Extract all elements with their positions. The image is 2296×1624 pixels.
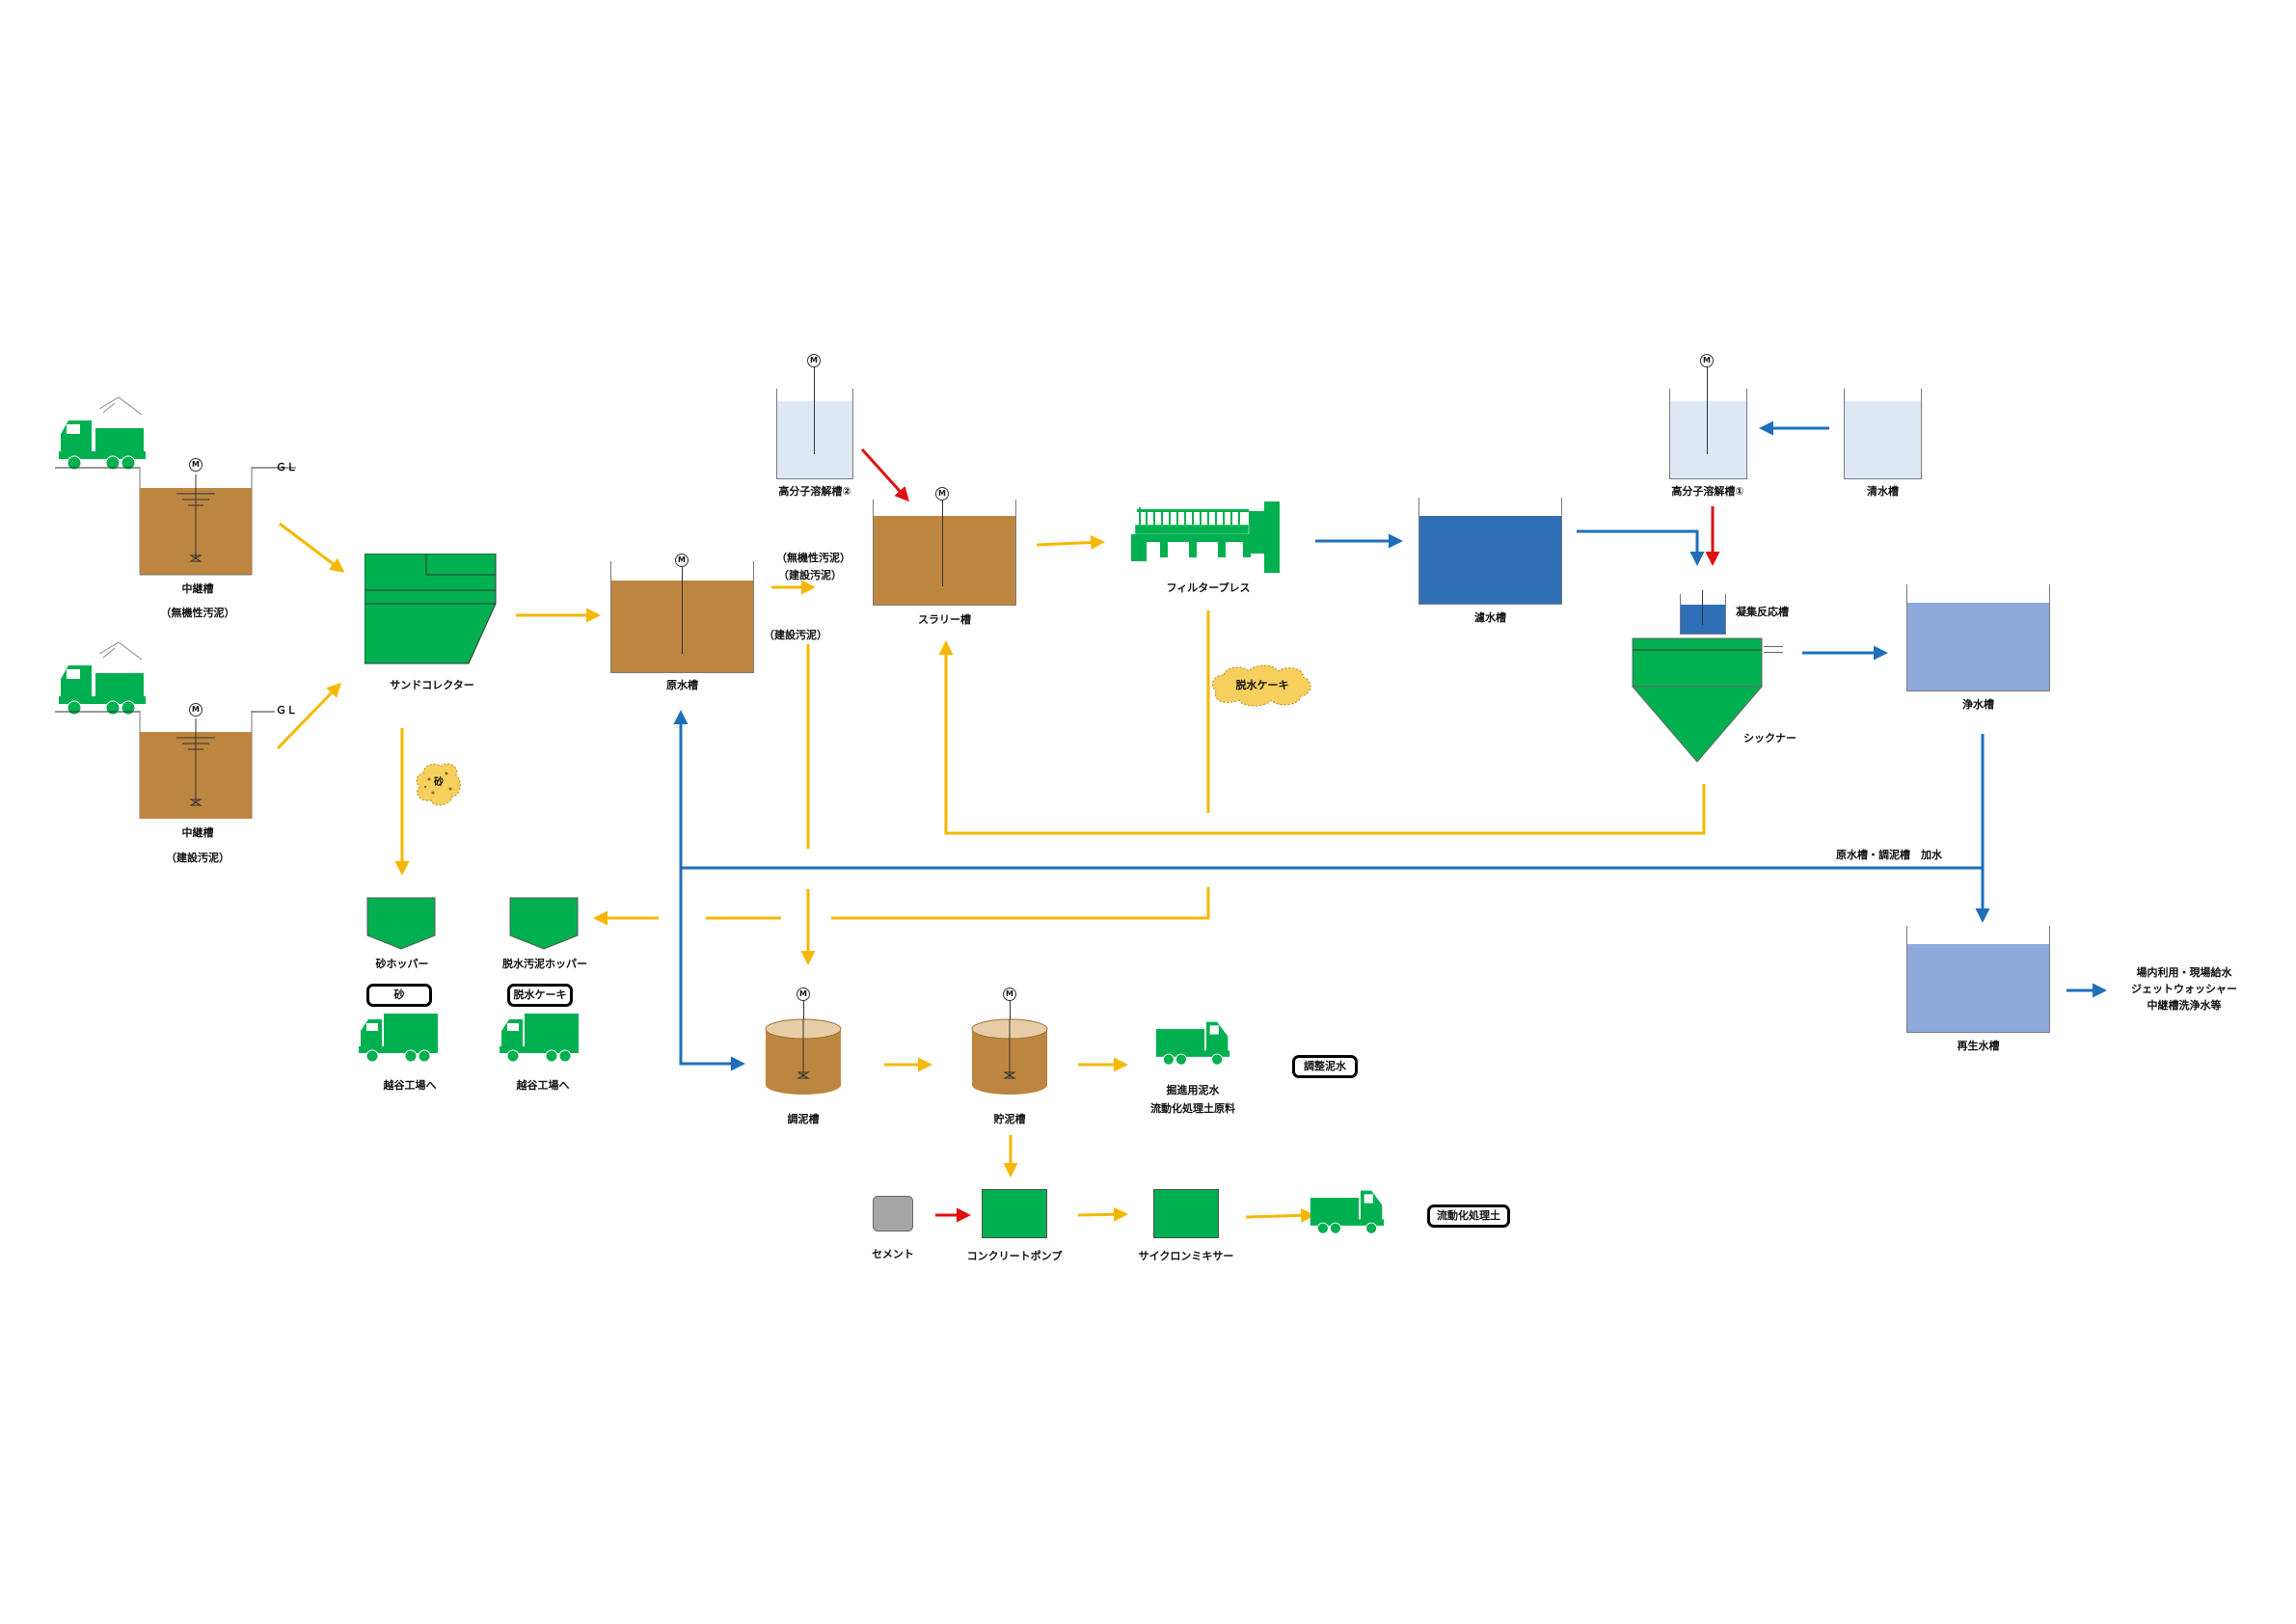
raw-water-tank-label: 原水槽 <box>666 679 698 691</box>
concrete-pump <box>982 1189 1047 1238</box>
flow-polymer2-to-slurry <box>860 447 910 502</box>
agitator-icon <box>1707 364 1708 454</box>
flow-thickener-return <box>938 640 1706 835</box>
relay-tank-2-label: 中継槽 <box>181 826 214 839</box>
fresh-water-tank-label: 清水槽 <box>1867 485 1899 498</box>
sand-hopper <box>366 897 436 950</box>
polymer-tank-1-label: 高分子溶解槽① <box>1671 485 1744 498</box>
slurry-tank <box>873 500 1016 606</box>
clean-water-tank-label: 浄水槽 <box>1962 698 1994 711</box>
thickener <box>1632 637 1764 763</box>
motor-icon: M <box>807 354 821 367</box>
thickener-label: シックナー <box>1743 732 1796 744</box>
flow-water-to-adjust <box>679 868 745 1071</box>
truck-icon <box>500 1014 579 1063</box>
filter-press <box>1131 501 1280 573</box>
coagulation-reaction-tank <box>1680 594 1726 635</box>
water-supply-note: 原水槽・調泥槽 加水 <box>1836 849 1942 861</box>
thickener-outlet <box>1764 652 1783 653</box>
sand-collector <box>365 554 497 664</box>
sand-box-label: 砂 <box>366 984 432 1007</box>
dump-truck-icon <box>59 641 146 716</box>
cake-blob-label: 脱水ケーキ <box>1235 679 1289 691</box>
cake-blob-icon <box>1211 664 1311 707</box>
flow-pump-to-mixer <box>1077 1206 1128 1222</box>
flow-slurry-to-press <box>1036 535 1105 551</box>
truck-icon <box>359 1014 438 1063</box>
reuse-line-2: ジェットウォッシャー <box>2131 983 2237 995</box>
to-koshigaya-2: 越谷工場へ <box>516 1079 570 1092</box>
coagulation-tank-label: 凝集反応槽 <box>1736 606 1789 618</box>
storage-tank-label: 貯泥槽 <box>993 1113 1026 1125</box>
motor-icon: M <box>1003 988 1016 1001</box>
adjust-tank-label: 調泥槽 <box>787 1113 820 1125</box>
motor-icon: M <box>935 487 949 501</box>
reuse-line-1: 場内利用・現場給水 <box>2136 966 2232 979</box>
polymer-tank-2-label: 高分子溶解槽② <box>778 485 851 498</box>
flow-cake-right <box>831 887 1210 920</box>
cement-label: セメント <box>872 1248 914 1260</box>
sand-hopper-label: 砂ホッパー <box>375 958 429 970</box>
gl-label-2: ＧＬ <box>276 704 297 717</box>
dump-truck-icon <box>59 396 146 471</box>
agitator-icon <box>942 500 943 586</box>
motor-icon: M <box>189 458 203 472</box>
recycled-water-tank <box>1906 926 2050 1033</box>
relay-tank-2 <box>55 711 275 819</box>
agitator-icon <box>803 1000 804 1019</box>
polymer-dissolve-tank-2 <box>776 389 853 479</box>
motor-icon: M <box>1700 354 1714 367</box>
relay-tank-2-sublabel: （建設汚泥） <box>166 852 230 864</box>
motor-icon: M <box>797 988 810 1001</box>
flow-relay2-to-sand <box>276 682 342 750</box>
construction-sludge-note-2: （建設汚泥） <box>764 629 827 641</box>
construction-sludge-note: （建設汚泥） <box>778 569 842 582</box>
to-koshigaya-1: 越谷工場へ <box>383 1079 437 1092</box>
flow-mixer-to-truck <box>1245 1207 1315 1223</box>
sand-blob-label: 砂 <box>434 777 444 788</box>
polymer-dissolve-tank-1 <box>1669 389 1747 479</box>
cake-box-label: 脱水ケーキ <box>507 984 573 1007</box>
cyclone-mixer <box>1153 1189 1219 1238</box>
cyclone-mixer-label: サイクロンミキサー <box>1138 1250 1234 1262</box>
agitator-icon <box>814 364 815 454</box>
fluidized-soil-box-label: 流動化処理土 <box>1427 1204 1510 1228</box>
reuse-line-3: 中継槽洗浄水等 <box>2147 999 2222 1012</box>
motor-icon: M <box>189 703 203 717</box>
relay-tank-1-sublabel: （無機性汚泥） <box>160 607 235 619</box>
inorganic-sludge-note: （無機性汚泥） <box>776 552 851 564</box>
cake-hopper-label: 脱水汚泥ホッパー <box>502 958 587 970</box>
drilling-mud-label: 掘進用泥水 <box>1166 1084 1220 1096</box>
flow-filtrate-to-coag <box>1577 529 1705 566</box>
agitator-icon <box>682 565 683 654</box>
clean-water-tank <box>1906 584 2050 691</box>
adjust-tank <box>765 1018 842 1095</box>
concrete-pump-label: コンクリートポンプ <box>966 1250 1063 1262</box>
relay-tank-1-label: 中継槽 <box>181 582 214 595</box>
cement-silo <box>873 1196 913 1232</box>
flow-relay1-to-sand <box>279 522 345 573</box>
cake-hopper <box>509 897 579 950</box>
storage-tank <box>971 1018 1048 1095</box>
agitator-icon <box>1010 1000 1011 1019</box>
relay-tank-1 <box>55 467 296 576</box>
sand-collector-label: サンドコレクター <box>390 679 474 691</box>
filter-press-label: フィルタープレス <box>1166 582 1251 594</box>
truck-icon <box>1310 1190 1385 1234</box>
sand-blob-icon <box>416 763 461 806</box>
truck-icon <box>1155 1021 1230 1066</box>
slurry-tank-label: スラリー槽 <box>918 613 971 626</box>
fluid-soil-material-label: 流動化処理土原料 <box>1150 1102 1235 1115</box>
fresh-water-tank <box>1844 389 1922 479</box>
adjusted-mud-box-label: 調整泥水 <box>1292 1055 1358 1078</box>
agitator-icon <box>1702 590 1703 625</box>
filtrate-tank-label: 濾水槽 <box>1474 611 1506 624</box>
filtrate-tank <box>1418 498 1562 605</box>
motor-icon: M <box>675 554 689 567</box>
thickener-outlet <box>1764 646 1783 647</box>
recycled-water-tank-label: 再生水槽 <box>1957 1040 2000 1052</box>
gl-label-1: ＧＬ <box>276 461 297 474</box>
